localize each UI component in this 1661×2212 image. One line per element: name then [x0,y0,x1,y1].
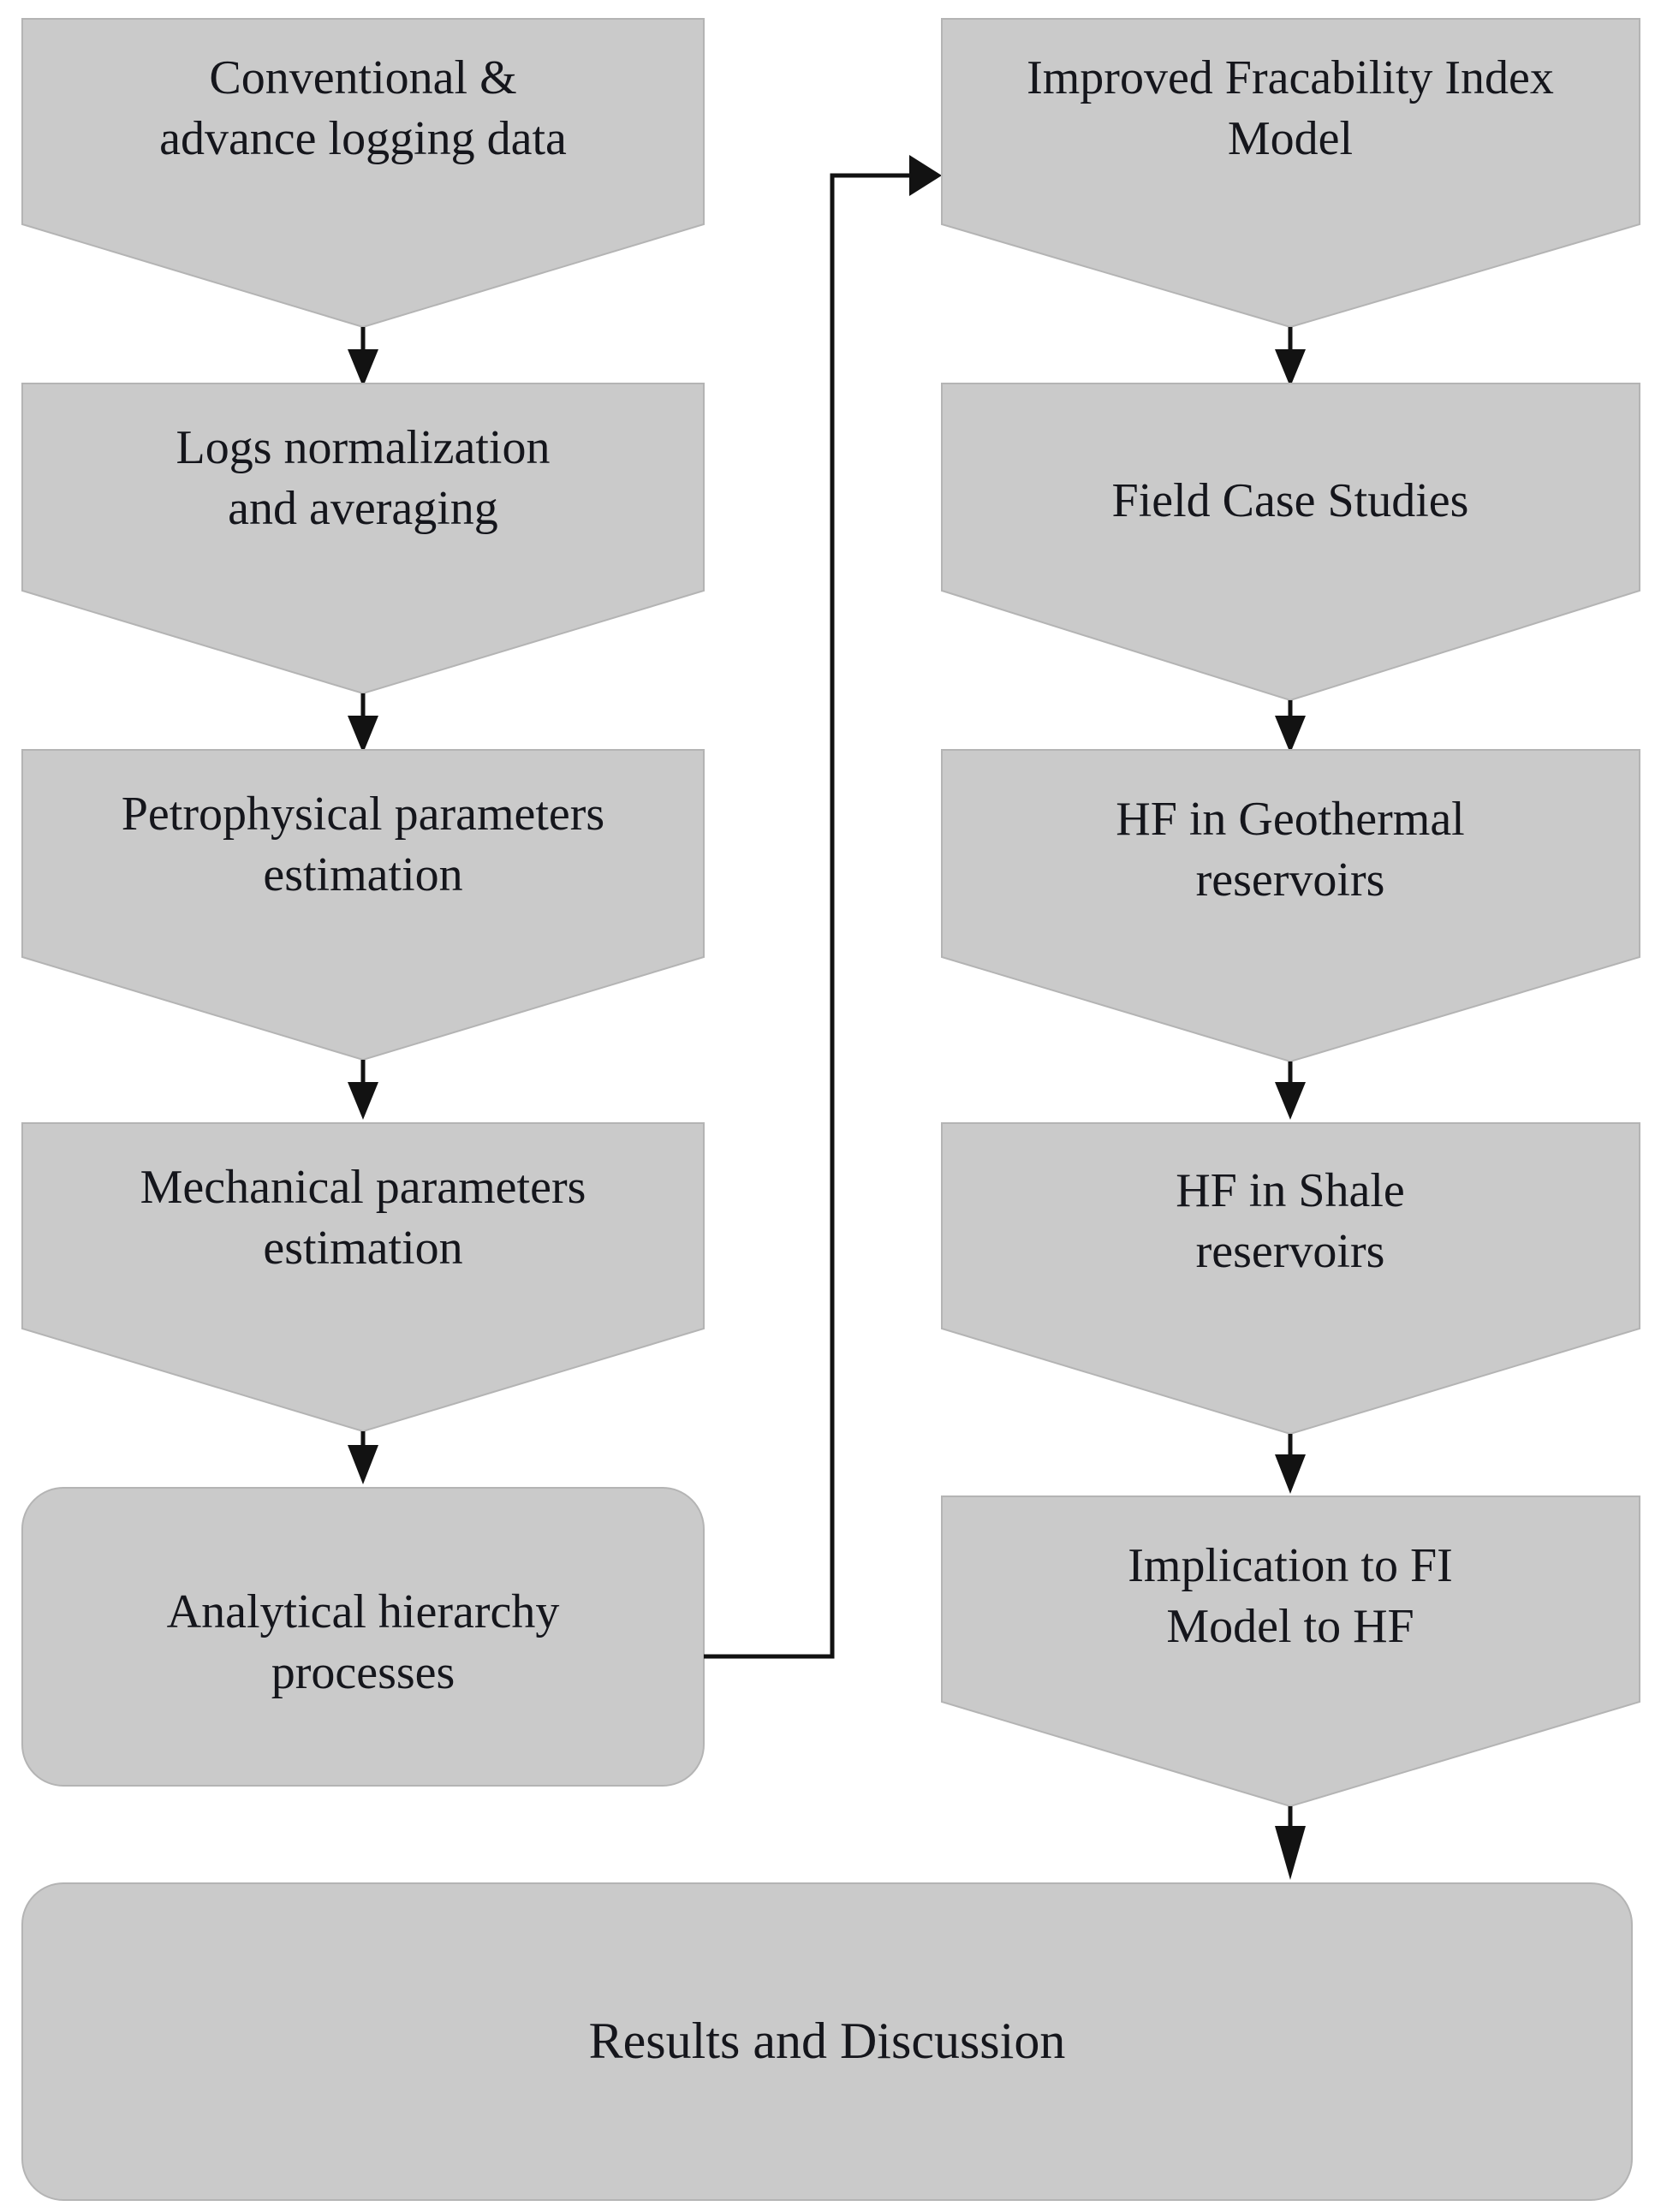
connector-conv-to-logs [348,327,378,387]
down-arrow-pentagon-shape [21,749,705,1061]
rounded-rectangle-shape [21,1487,705,1787]
connector-field-to-geothermal [1275,700,1306,753]
node-hf-in-shale-reservoirs[interactable]: HF in Shale reservoirs [941,1122,1640,1436]
node-label-line: and averaging [228,482,498,535]
down-arrow-pentagon-shape [941,749,1640,1063]
node-label-line: Implication to FI [1128,1539,1453,1592]
node-label-line: processes [271,1646,455,1699]
connector-fi-to-field [1275,327,1306,387]
node-label-line: estimation [263,848,462,901]
node-label-line: HF in Geothermal [1116,793,1464,846]
node-improved-fracability-index-model[interactable]: Improved Fracability Index Model [941,18,1640,329]
node-label-line: estimation [263,1222,462,1275]
node-label-line: Mechanical parameters [140,1161,586,1214]
down-arrow-pentagon-shape [21,1122,705,1433]
node-label-line: Logs normalization [176,421,550,474]
connector-petro-to-mech [348,1060,378,1120]
rounded-rectangle-shape [21,1882,1633,2201]
node-field-case-studies[interactable]: Field Case Studies [941,383,1640,702]
node-mechanical-parameters-estimation[interactable]: Mechanical parameters estimation [21,1122,705,1433]
node-label-line: reservoirs [1196,853,1385,907]
node-label-line: Model [1228,112,1353,165]
connector-geothermal-to-shale [1275,1061,1306,1120]
node-petrophysical-parameters-estimation[interactable]: Petrophysical parameters estimation [21,749,705,1061]
down-arrow-pentagon-shape [21,18,705,329]
node-implication-to-fi-model-to-hf[interactable]: Implication to FI Model to HF [941,1495,1640,1808]
node-label-line: Analytical hierarchy [167,1585,560,1638]
connector-implication-to-results [1275,1806,1306,1880]
node-label-line: Model to HF [1166,1600,1414,1653]
node-label-line: Results and Discussion [589,2013,1066,2069]
node-hf-in-geothermal-reservoirs[interactable]: HF in Geothermal reservoirs [941,749,1640,1063]
down-arrow-pentagon-shape [941,383,1640,702]
down-arrow-pentagon-shape [941,1495,1640,1808]
down-arrow-pentagon-shape [941,18,1640,329]
node-label-line: reservoirs [1196,1225,1385,1278]
node-label-line: Petrophysical parameters [122,788,604,841]
node-label-line: advance logging data [159,112,567,165]
node-analytical-hierarchy-processes[interactable]: Analytical hierarchy processes [21,1487,705,1787]
connector-mech-to-ahp [348,1431,378,1484]
connector-shale-to-implication [1275,1434,1306,1494]
connector-ahp-to-fi-model [704,155,942,1659]
down-arrow-pentagon-shape [21,383,705,695]
node-label-line: Field Case Studies [1112,474,1469,527]
connector-logs-to-petro [348,693,378,753]
node-label-line: HF in Shale [1176,1164,1405,1217]
node-results-and-discussion[interactable]: Results and Discussion [21,1882,1633,2201]
node-label-line: Improved Fracability Index [1027,51,1554,104]
node-label-line: Conventional & [209,51,516,104]
node-logs-normalization-averaging[interactable]: Logs normalization and averaging [21,383,705,695]
down-arrow-pentagon-shape [941,1122,1640,1436]
node-conventional-advance-logging-data[interactable]: Conventional & advance logging data [21,18,705,329]
